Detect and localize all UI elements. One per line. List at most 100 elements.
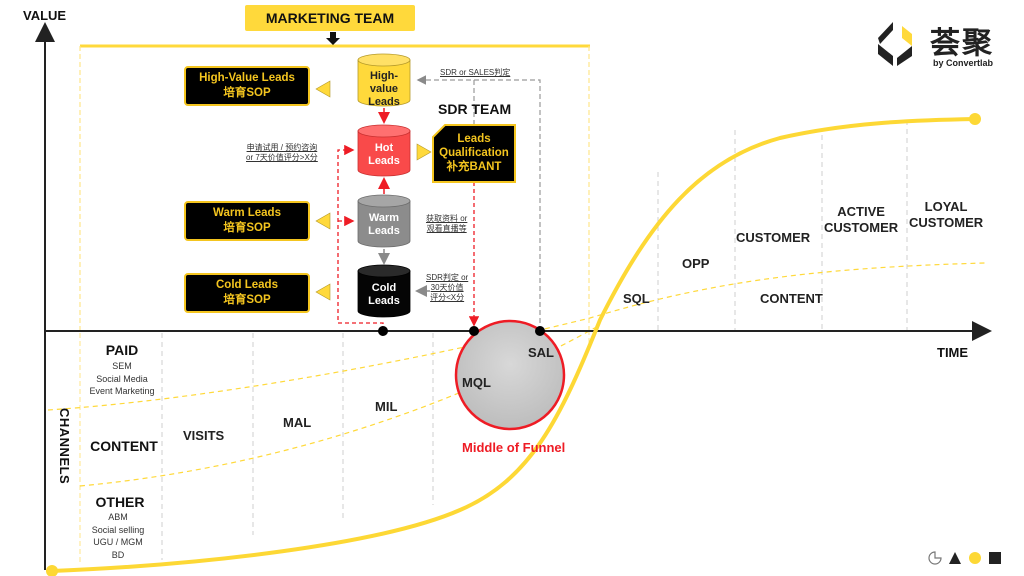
- cylinder-label-cold: Cold Leads: [358, 282, 410, 308]
- stage-mal: MAL: [283, 415, 312, 430]
- channel-item: Social Media: [96, 373, 148, 384]
- stage-active-customer: ACTIVE CUSTOMER: [824, 204, 898, 235]
- x-axis-label: TIME: [937, 345, 969, 360]
- qual-line: Leads: [457, 133, 491, 146]
- middle-of-funnel-label: Middle of Funnel: [462, 440, 566, 455]
- sdr-team-label: SDR TEAM: [438, 101, 512, 117]
- square-icon: [989, 552, 1001, 564]
- sop-sub: 培育SOP: [223, 294, 271, 306]
- stage-sal: SAL: [528, 345, 554, 360]
- cylinder-label-hot: Hot Leads: [358, 142, 410, 168]
- triangle-icon: [949, 552, 961, 564]
- axis-dot-mql: [469, 326, 479, 336]
- channel-item: ABM: [108, 512, 128, 522]
- value-curve: [51, 117, 976, 573]
- note-sdr-judge: SDR判定 or 30天价值 评分<X分: [426, 273, 468, 303]
- channel-item: Social selling: [91, 524, 145, 535]
- cylinder-label-high-value: High- value Leads: [358, 70, 410, 110]
- pointer-high-value: [315, 80, 331, 98]
- cyl-line: Leads: [368, 295, 400, 308]
- stage-line: ACTIVE: [837, 204, 885, 219]
- channel-item: BD: [111, 549, 125, 560]
- sop-box-cold: Cold Leads 培育SOP: [184, 273, 310, 313]
- cyl-line: Cold: [371, 282, 397, 294]
- cyl-line: value: [369, 83, 399, 96]
- note-line: 观看直播等: [426, 224, 467, 233]
- stage-separators: [161, 120, 908, 560]
- note-line: 30天价值: [430, 283, 464, 292]
- channel-content-title: CONTENT: [90, 438, 158, 454]
- sop-box-warm: Warm Leads 培育SOP: [184, 201, 310, 241]
- marketing-down-arrow: [326, 32, 340, 45]
- note-line: 评分<X分: [430, 293, 465, 302]
- qual-line: Qualification: [439, 147, 509, 160]
- note-download: 获取资料 or 观看直播等: [426, 214, 467, 234]
- pointer-cold: [315, 283, 331, 301]
- cylinder-warm: [357, 194, 411, 248]
- logo-name: 荟聚: [930, 27, 994, 60]
- sop-title: Warm Leads: [213, 207, 281, 219]
- channel-item: SEM: [112, 361, 132, 371]
- cyl-line: Hot: [374, 142, 394, 154]
- sop-sub: 培育SOP: [223, 87, 271, 99]
- value-curve-end-dot: [969, 113, 981, 125]
- stage-mil: MIL: [375, 399, 398, 414]
- channel-paid-items: SEM Social Media Event Marketing: [82, 360, 162, 398]
- stage-line: CUSTOMER: [909, 214, 984, 230]
- note-line: or 7天价值评分>X分: [246, 153, 318, 162]
- cylinder-high-value: [357, 53, 411, 107]
- sop-box-high-value: High-Value Leads 培育SOP: [184, 66, 310, 106]
- stage-sql: SQL: [623, 291, 650, 306]
- stage-line: CUSTOMER: [824, 219, 899, 235]
- stage-opp: OPP: [682, 256, 710, 271]
- qualification-box: [432, 124, 516, 183]
- note-sdr-or-sales: SDR or SALES判定: [440, 68, 511, 77]
- channel-item: Event Marketing: [89, 386, 155, 397]
- cylinder-label-warm: Warm Leads: [358, 212, 410, 238]
- axis-dot-mil: [378, 326, 388, 336]
- red-dashed-feedback: [337, 144, 384, 331]
- channel-band-upper: [47, 262, 986, 411]
- cyl-line: Warm: [368, 212, 400, 224]
- cyl-line: High-: [369, 70, 399, 82]
- pointer-warm: [315, 212, 331, 230]
- stage-visits: VISITS: [183, 428, 225, 443]
- gray-dashed-sdr-sales: [416, 75, 541, 331]
- qualification-label: Leads Qualification 补充BANT: [433, 126, 515, 182]
- logo-sub: by Convertlab: [933, 58, 994, 68]
- channels-label: CHANNELS: [57, 408, 72, 485]
- y-axis-label: VALUE: [23, 8, 67, 23]
- stage-customer: CUSTOMER: [736, 230, 811, 245]
- channel-item: UGU / MGM: [93, 537, 143, 548]
- note-trial: 申请试用 / 预约咨询 or 7天价值评分>X分: [246, 143, 318, 163]
- stage-loyal-customer: LOYAL CUSTOMER: [909, 199, 983, 230]
- value-curve-start-dot: [46, 565, 58, 576]
- sop-sub: 培育SOP: [223, 222, 271, 234]
- channel-other-items: ABM Social selling UGU / MGM BD: [80, 511, 156, 561]
- sop-title: High-Value Leads: [199, 72, 295, 84]
- logo-mark: [878, 22, 912, 66]
- cylinder-hot: [357, 124, 411, 177]
- stage-line: LOYAL: [924, 199, 968, 214]
- pointer-qualification: [416, 143, 432, 161]
- channel-other-title: OTHER: [95, 494, 145, 510]
- pie-icon: [928, 551, 942, 565]
- note-line: SDR判定 or: [426, 273, 469, 282]
- sop-title: Cold Leads: [216, 279, 278, 291]
- channel-band-lower: [79, 324, 601, 487]
- note-line: 申请试用 / 预约咨询: [246, 143, 318, 152]
- mql-funnel-circle: [454, 319, 566, 431]
- marketing-team-label: MARKETING TEAM: [245, 5, 415, 31]
- stage-content-upper: CONTENT: [760, 291, 823, 306]
- cyl-line: Leads: [368, 155, 400, 168]
- cyl-line: Leads: [368, 225, 400, 238]
- axis-dot-sal: [535, 326, 545, 336]
- circle-icon: [969, 552, 981, 564]
- stage-mql: MQL: [462, 375, 491, 390]
- cylinder-cold: [357, 264, 411, 318]
- channel-paid-title: PAID: [105, 342, 139, 358]
- qual-line: 补充BANT: [446, 160, 502, 173]
- cyl-line: Leads: [368, 96, 400, 109]
- note-line: 获取资料 or: [426, 214, 468, 223]
